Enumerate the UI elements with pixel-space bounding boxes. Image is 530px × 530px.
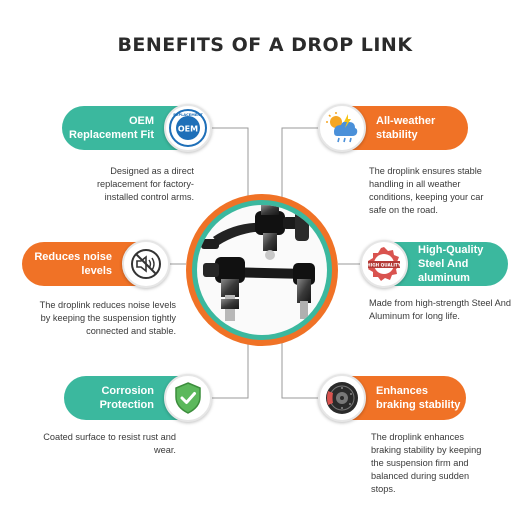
high-quality-badge-text: HIGH QUALITY — [367, 262, 402, 267]
shield-check-icon — [164, 374, 212, 422]
feature-steel-desc: Made from high-strength Steel And Alumin… — [369, 298, 511, 321]
page-title: BENEFITS OF A DROP LINK — [117, 34, 413, 56]
feature-steel-label: High-Quality Steel And aluminum — [418, 244, 484, 284]
feature-noise-label: Reduces noise levels — [34, 251, 112, 277]
feature-steel-pill: HIGH QUALITY High-Quality Steel And alum… — [360, 240, 508, 288]
weather-icon — [318, 104, 366, 152]
feature-braking-desc: The droplink enhances braking stability … — [371, 432, 482, 494]
feature-noise-pill: Reduces noise levels — [22, 240, 170, 288]
feature-corrosion-desc: Coated surface to resist rust and wear. — [43, 432, 176, 455]
feature-weather-label: All-weather stability — [376, 115, 436, 141]
connector-weather — [281, 127, 334, 200]
connector-corrosion — [194, 340, 249, 399]
feature-corrosion-pill: Corrosion Protection — [64, 374, 212, 422]
feature-oem-pill: OEM Replacement Fit OEM REPLACEMENT — [62, 104, 212, 152]
feature-oem-label: OEM Replacement Fit — [69, 115, 154, 141]
feature-braking-label: Enhances braking stability — [376, 385, 461, 411]
no-noise-icon — [122, 240, 170, 288]
drop-link-product-icon — [201, 205, 315, 321]
high-quality-badge-icon: HIGH QUALITY — [360, 240, 408, 288]
oem-badge-icon: OEM REPLACEMENT — [164, 104, 212, 152]
feature-corrosion-label: Corrosion Protection — [99, 385, 154, 411]
oem-badge-ring-text: REPLACEMENT — [173, 113, 203, 117]
feature-braking-pill: Enhances braking stability — [318, 374, 466, 422]
feature-oem-desc: Designed as a direct replacement for fac… — [96, 166, 194, 202]
feature-noise-desc: The droplink reduces noise levels by kee… — [39, 300, 176, 336]
connector-oem — [196, 127, 249, 200]
feature-weather-desc: The droplink ensures stable handling in … — [369, 166, 484, 215]
brake-disc-icon — [318, 374, 366, 422]
drop-link-image — [197, 205, 327, 335]
oem-badge-text: OEM — [178, 125, 198, 134]
feature-weather-pill: All-weather stability — [318, 104, 468, 152]
